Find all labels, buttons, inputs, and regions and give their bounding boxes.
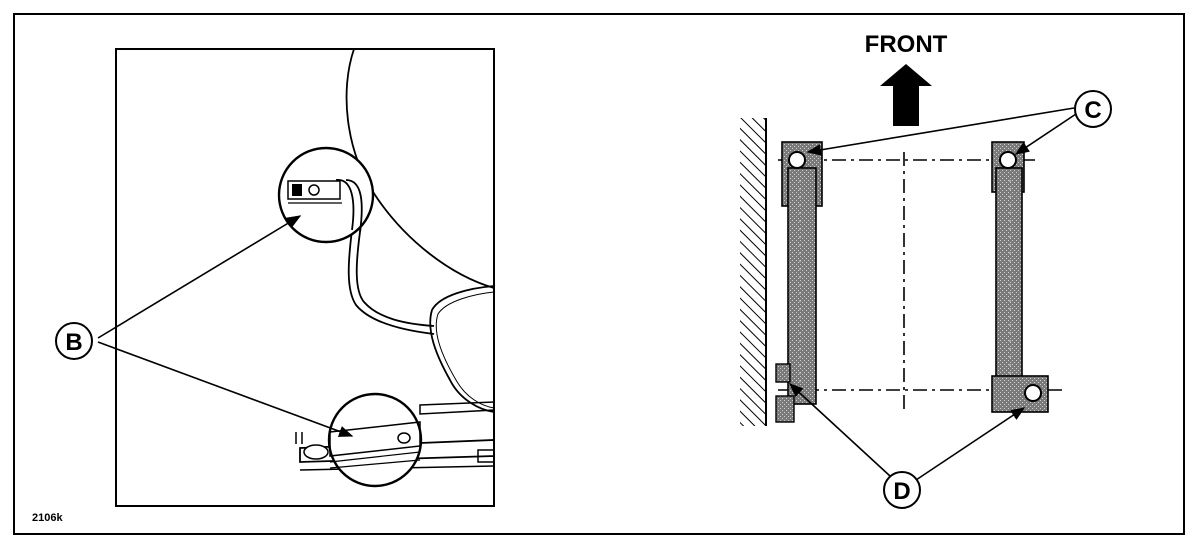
lower-detail-circle: [327, 392, 423, 488]
left-rail: [775, 141, 823, 423]
callout-d: D: [883, 471, 921, 509]
front-label: FRONT: [865, 31, 948, 58]
centerlines: [778, 152, 1066, 412]
callout-c-label: C: [1084, 97, 1101, 124]
left-panel-seat-view: B: [55, 48, 495, 507]
left-inset-frame: [115, 48, 495, 507]
seat-cushion-outline: [429, 285, 495, 413]
seat-back-outline: [345, 48, 495, 289]
outer-frame: [13, 13, 1185, 535]
lower-fastener: [303, 421, 421, 469]
figure-reference: 2106k: [32, 512, 63, 524]
front-arrow-icon: [880, 64, 932, 126]
leader-b-lower: [97, 341, 354, 437]
right-rail: [991, 141, 1049, 413]
upper-detail-circle: [277, 146, 375, 244]
leader-c-right: [1014, 113, 1077, 155]
callout-b: B: [55, 322, 93, 360]
wall-hatch: [740, 118, 767, 426]
leader-d-right: [915, 407, 1026, 481]
callout-d-label: D: [893, 478, 910, 505]
leader-b-upper: [97, 215, 302, 339]
leader-d-left: [788, 383, 891, 477]
right-panel-rail-layout: FRONT: [740, 31, 1112, 509]
callout-c: C: [1074, 90, 1112, 128]
leader-c-left: [806, 107, 1075, 156]
callout-b-label: B: [65, 329, 82, 356]
upper-fastener: [287, 179, 363, 233]
